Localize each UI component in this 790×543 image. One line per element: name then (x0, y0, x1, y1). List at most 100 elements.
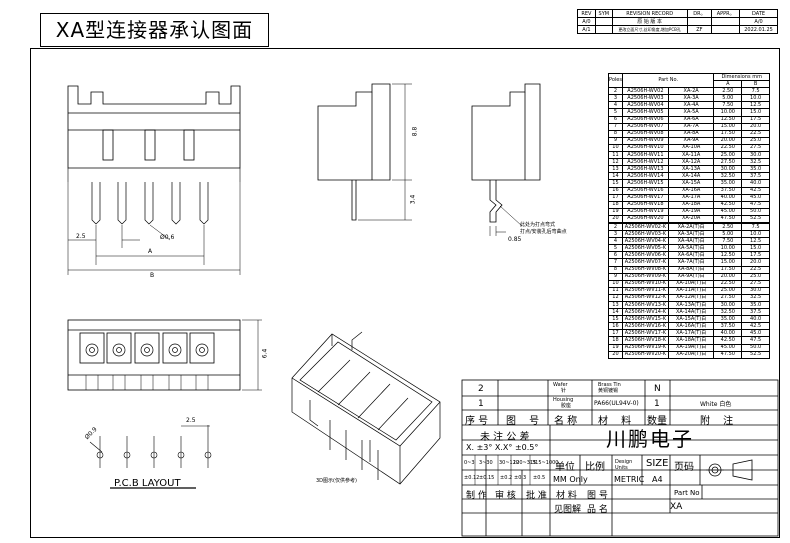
side-view-left (317, 83, 412, 221)
poles-cell: 19 (608, 207, 623, 216)
dim-b-cell: 20.0 (741, 122, 770, 131)
poles-cell: 10 (608, 143, 623, 153)
part-no-cell: A2506H-WV20-K (621, 350, 669, 359)
part-no-cell: A2506H-WV14 (621, 172, 669, 181)
dim-b-cell: 45.0 (741, 193, 770, 202)
front-view (67, 85, 241, 225)
tol-value: ±0.15 (479, 475, 495, 481)
poles-cell: 8 (608, 129, 623, 138)
bom-header-material: 材 料 (598, 416, 632, 427)
bom-seq: 1 (478, 399, 484, 409)
part-no-cell: A2506H-WV05-K (621, 244, 669, 253)
revision-table: REV SYM REVISION RECORD DR。 APPR。 DATE A… (577, 9, 778, 34)
dim-b-cell: 50.0 (741, 207, 770, 216)
scale-label: 比例 (585, 462, 605, 473)
tolerance-x: X. ±3° X.X° ±0.5° (466, 443, 539, 452)
bom-note: White 白色 (700, 401, 732, 408)
revision-record: 更改立面尺寸,丝印角度,增加PCB孔 (611, 25, 688, 34)
tol-range: 30~120 (499, 460, 520, 466)
dim-height-label: 8.8 (411, 126, 419, 137)
revision-row: A/1 更改立面尺寸,丝印角度,增加PCB孔 ZF 2022.01.25 (577, 25, 778, 34)
company-name: 川鹏电子 (606, 427, 694, 451)
tol-range: 120~315 (513, 460, 537, 466)
bom-name-en: Housing (553, 397, 574, 403)
tol-value: ±0.2 (500, 475, 513, 481)
bom-header-qty: 数量 (647, 416, 667, 427)
poles-cell: 4 (608, 237, 623, 246)
poles-cell: 15 (608, 179, 623, 188)
part-no-cell: A2506H-WV19 (621, 207, 669, 216)
bom-seq: 2 (478, 384, 484, 394)
role-checker: 审 核 (495, 491, 516, 501)
poles-cell: 20 (608, 350, 623, 359)
dim-hole-label: Ø0.6 (160, 234, 175, 241)
dim-b-cell: 27.5 (741, 143, 770, 153)
see-drawing: 见图解 (554, 505, 582, 515)
dim-b-cell: 32.5 (741, 158, 770, 167)
dim-b-cell: 52.5 (741, 350, 770, 359)
role-material: 材 料 (556, 491, 577, 501)
dim-b-cell: 40.0 (741, 179, 770, 188)
size-label: SIZE (646, 458, 669, 469)
tol-value: ±0.12 (464, 475, 480, 481)
revision-row: A/0 原 始 版 本 A/0 (577, 17, 778, 26)
part-no-cell: A2506H-WV16 (621, 186, 669, 195)
scale-value: METRIC (614, 475, 645, 484)
poles-cell: 17 (608, 193, 623, 202)
pcb-layout (89, 425, 212, 489)
dim-a-label: A (148, 248, 153, 255)
role-drawing-no: 图 号 (587, 491, 608, 501)
drawing-frame (30, 48, 780, 538)
poles-cell: 16 (608, 186, 623, 195)
design-units: Design Units (615, 459, 633, 471)
tol-value: ±0.3 (514, 475, 527, 481)
role-approver: 批 准 (526, 491, 547, 501)
poles-cell: 13 (608, 165, 623, 174)
part-no-cell: A2506H-WV04-K (621, 237, 669, 246)
dim-b-cell: 30.0 (741, 151, 770, 160)
poles-cell: 18 (608, 200, 623, 209)
part-no-cell: A2506H-WV10 (621, 143, 669, 153)
tol-range: 3~30 (479, 460, 493, 466)
bom-name-cn: 胶座 (561, 403, 572, 409)
unit-value: MM Only (553, 475, 588, 484)
part-no-cell: A2506H-WV09 (621, 136, 669, 145)
bom-name-en: Wafer (553, 382, 568, 388)
title-block-lines (461, 379, 779, 537)
dim-b-label: B (150, 272, 155, 279)
part-no-cell: A2506H-WV18 (621, 200, 669, 209)
bom-qty: 1 (654, 399, 660, 409)
dim-b-cell: 42.5 (741, 186, 770, 195)
dim-depth-label: 6.4 (261, 348, 269, 359)
isometric-view (291, 331, 441, 485)
pcb-layout-label: P.C.B LAYOUT (114, 478, 181, 489)
bom-material-cn: 黄铜镀锡 (598, 388, 619, 394)
poles-cell: 3 (608, 230, 623, 239)
bom-header-note: 附 注 (700, 416, 734, 427)
poles-cell: 11 (608, 151, 623, 160)
dim-pin-width-label: 0.85 (508, 236, 522, 243)
tol-value: ±0.5 (533, 475, 546, 481)
poles-cell: 9 (608, 136, 623, 145)
dim-b-cell: 15.0 (741, 244, 770, 253)
dim-b-cell: 47.5 (741, 200, 770, 209)
revision-date: 2022.01.25 (739, 25, 778, 34)
part-no-cell: A2506H-WV12 (621, 158, 669, 167)
role-maker: 制 作 (466, 491, 487, 501)
bom-header-name: 名 称 (554, 416, 578, 427)
